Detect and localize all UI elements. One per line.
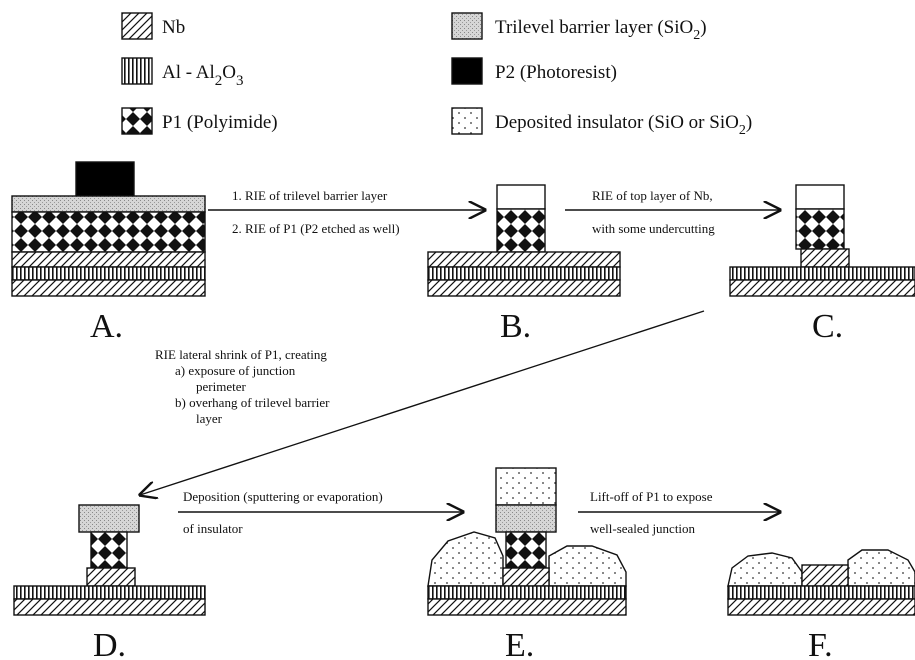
stack-c-trilevel	[795, 184, 845, 210]
legend: Nb Al - Al2O3 P1 (Polyimide) Trilevel ba…	[121, 12, 752, 138]
step-c-label: C.	[812, 308, 843, 345]
step-a-label: A.	[90, 308, 123, 345]
stack-c-al	[729, 266, 915, 281]
trilevel-swatch-icon	[451, 12, 483, 40]
ab-annotation-line2: 2. RIE of P1 (P2 etched as well)	[232, 221, 400, 236]
stack-a-al	[11, 266, 206, 281]
stack-e-nb-base	[427, 598, 627, 616]
ef-annotation-line1: Lift-off of P1 to expose	[590, 489, 713, 504]
legend-item-nb: Nb	[121, 12, 185, 40]
stack-b-al	[427, 266, 621, 281]
legend-al-label: Al - Al2O3	[162, 62, 244, 89]
ef-annotation-line2: well-sealed junction	[590, 521, 696, 536]
stack-e-polyimide	[505, 531, 547, 569]
stack-b-polyimide	[496, 208, 546, 253]
stack-f-al	[727, 585, 915, 600]
stack-a-polyimide	[11, 211, 206, 253]
stack-e-al	[427, 585, 627, 600]
de-annotation-line1: Deposition (sputtering or evaporation)	[183, 489, 383, 504]
stack-a	[11, 161, 206, 297]
stack-e-insulator-left	[427, 531, 504, 587]
p2-swatch-icon	[451, 57, 483, 85]
stack-a-photoresist	[75, 161, 135, 197]
stack-c-nb-base	[729, 279, 915, 297]
stack-b-trilevel	[496, 184, 546, 210]
stack-c-polyimide	[795, 208, 845, 250]
legend-item-al: Al - Al2O3	[121, 57, 244, 89]
legend-insulator-label: Deposited insulator (SiO or SiO2)	[495, 112, 752, 138]
stack-e-insulator-right	[548, 545, 627, 587]
stack-e	[427, 467, 627, 616]
legend-item-p2: P2 (Photoresist)	[451, 57, 617, 85]
de-annotation-line2: of insulator	[183, 521, 243, 536]
stack-d-trilevel	[78, 504, 140, 533]
stack-b-nb-top	[427, 251, 621, 268]
bc-annotation-line1: RIE of top layer of Nb,	[592, 188, 713, 203]
stack-f-nb-junction	[801, 564, 849, 587]
stack-f	[727, 549, 915, 616]
stack-f-nb-base	[727, 598, 915, 616]
stack-d-al	[13, 585, 206, 600]
insulator-swatch-icon	[451, 107, 483, 135]
stack-d-nb-junction	[86, 567, 136, 587]
cd-annotation-line3: perimeter	[196, 379, 246, 394]
p1-swatch-icon	[121, 107, 153, 135]
cd-annotation-line5: layer	[196, 411, 223, 426]
stack-b	[427, 184, 621, 297]
stack-e-trilevel	[495, 504, 557, 533]
stack-f-insulator-right	[847, 549, 915, 587]
stack-b-nb-base	[427, 279, 621, 297]
stack-d-polyimide	[90, 531, 128, 569]
stack-f-insulator-left	[727, 552, 803, 587]
cd-annotation-line1: RIE lateral shrink of P1, creating	[155, 347, 327, 362]
bc-annotation-line2: with some undercutting	[592, 221, 715, 236]
legend-item-insulator: Deposited insulator (SiO or SiO2)	[451, 107, 752, 138]
al-swatch-icon	[121, 57, 153, 85]
cd-annotation-line2: a) exposure of junction	[175, 363, 296, 378]
ab-annotation-line1: 1. RIE of trilevel barrier layer	[232, 188, 388, 203]
step-f-label: F.	[808, 627, 833, 660]
stack-c-nb-junction	[800, 248, 850, 268]
legend-item-trilevel: Trilevel barrier layer (SiO2)	[451, 12, 707, 43]
stack-a-trilevel	[11, 195, 206, 213]
stack-d	[13, 504, 206, 616]
legend-item-p1: P1 (Polyimide)	[121, 107, 278, 135]
step-d-label: D.	[93, 627, 126, 660]
step-b-label: B.	[500, 308, 531, 345]
stack-a-nb-base	[11, 279, 206, 297]
stack-d-nb-base	[13, 598, 206, 616]
cd-annotation-line4: b) overhang of trilevel barrier	[175, 395, 330, 410]
legend-nb-label: Nb	[162, 17, 185, 38]
stack-e-insulator-cap	[495, 467, 557, 506]
arrow-c-to-d	[140, 310, 705, 495]
legend-p2-label: P2 (Photoresist)	[495, 62, 617, 83]
stack-c	[729, 184, 915, 297]
legend-p1-label: P1 (Polyimide)	[162, 112, 278, 133]
stack-e-nb-junction	[502, 567, 550, 587]
legend-trilevel-label: Trilevel barrier layer (SiO2)	[495, 17, 707, 43]
stack-a-nb-top	[11, 251, 206, 268]
nb-swatch-icon	[121, 12, 153, 40]
step-e-label: E.	[505, 627, 534, 660]
